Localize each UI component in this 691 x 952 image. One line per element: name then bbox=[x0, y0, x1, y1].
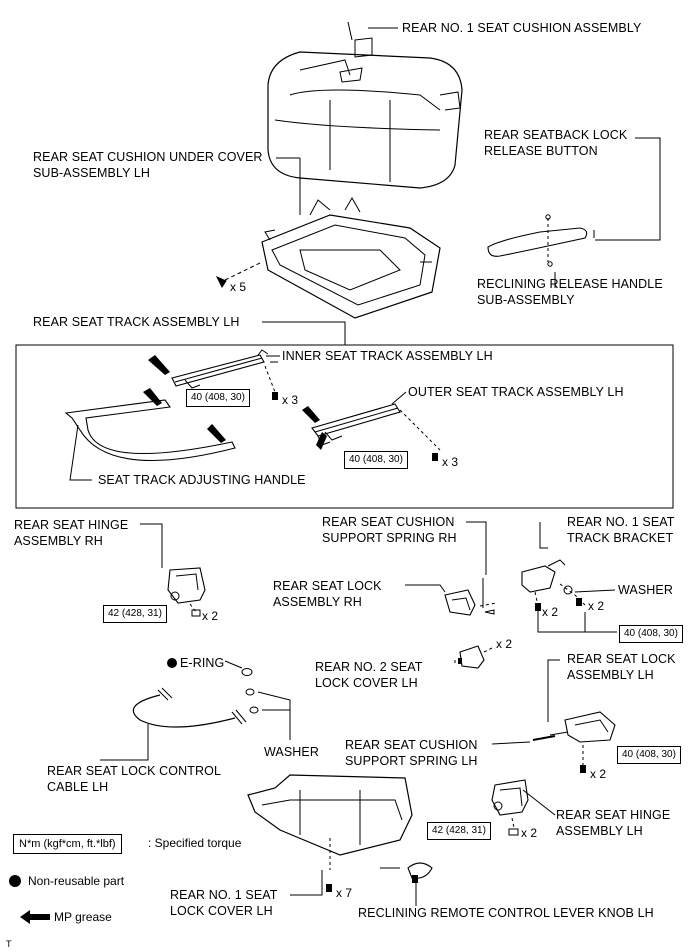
label-adjusting-handle: SEAT TRACK ADJUSTING HANDLE bbox=[98, 473, 306, 487]
label-hinge-lh-2: ASSEMBLY LH bbox=[556, 824, 643, 838]
torque-bracket: 40 (408, 30) bbox=[619, 625, 683, 643]
label-e-ring: E-RING bbox=[180, 656, 225, 670]
bolts bbox=[272, 392, 586, 892]
label-cushion-assembly: REAR NO. 1 SEAT CUSHION ASSEMBLY bbox=[402, 21, 642, 35]
washer-drawing bbox=[245, 688, 255, 696]
qty-lock-cover-1-screws: x 7 bbox=[336, 886, 353, 900]
label-washer-1: WASHER bbox=[618, 583, 674, 597]
label-hinge-rh-2: ASSEMBLY RH bbox=[14, 534, 103, 548]
cable-drawing bbox=[100, 687, 247, 761]
label-under-cover-1: REAR SEAT CUSHION UNDER COVER bbox=[33, 150, 263, 164]
e-ring-drawing bbox=[224, 660, 253, 676]
track-assembly-box bbox=[15, 344, 674, 509]
non-reusable-mark bbox=[167, 658, 177, 668]
torque-inner-track: 40 (408, 30) bbox=[186, 389, 250, 407]
nut-icon-2 bbox=[508, 828, 519, 836]
outer-seat-track-drawing bbox=[311, 403, 441, 451]
label-reclining-handle-2: SUB-ASSEMBLY bbox=[477, 293, 575, 307]
legend-non-reusable: Non-reusable part bbox=[28, 874, 125, 888]
torque-hinge-lh: 42 (428, 31) bbox=[427, 822, 491, 840]
washer-drawing-2 bbox=[249, 706, 259, 714]
inner-seat-track-drawing bbox=[171, 349, 278, 393]
qty-inner-bolts: x 3 bbox=[282, 393, 299, 407]
label-under-cover-2: SUB-ASSEMBLY LH bbox=[33, 166, 151, 180]
qty-hinge-rh-nuts: x 2 bbox=[202, 609, 219, 623]
label-spring-lh-1: REAR SEAT CUSHION bbox=[345, 738, 478, 752]
label-spring-lh-2: SUPPORT SPRING LH bbox=[345, 754, 478, 768]
non-reusable-legend-mark bbox=[9, 875, 21, 887]
torque-hinge-rh: 42 (428, 31) bbox=[103, 605, 167, 623]
legend-torque-text: : Specified torque bbox=[148, 836, 242, 850]
label-track-assembly: REAR SEAT TRACK ASSEMBLY LH bbox=[33, 315, 240, 329]
seat-lock-rh-drawing bbox=[405, 584, 497, 616]
label-lock-cover-2-1: REAR NO. 2 SEAT bbox=[315, 660, 423, 674]
seat-track-adjusting-handle-drawing bbox=[64, 399, 236, 481]
lock-cover-2-drawing bbox=[454, 645, 493, 669]
qty-hinge-lh-nuts: x 2 bbox=[521, 826, 538, 840]
label-cable-1: REAR SEAT LOCK CONTROL bbox=[47, 764, 221, 778]
label-outer-track: OUTER SEAT TRACK ASSEMBLY LH bbox=[408, 385, 624, 399]
label-knob: RECLINING REMOTE CONTROL LEVER KNOB LH bbox=[358, 906, 654, 920]
torque-outer-track: 40 (408, 30) bbox=[344, 451, 408, 469]
label-cable-2: CABLE LH bbox=[47, 780, 109, 794]
nut-icon bbox=[191, 609, 201, 617]
seat-lock-lh-drawing bbox=[547, 659, 616, 765]
label-lock-cover-2-2: LOCK COVER LH bbox=[315, 676, 418, 690]
grease-arrows bbox=[20, 355, 327, 924]
label-reclining-handle-1: RECLINING RELEASE HANDLE bbox=[477, 277, 663, 291]
legend-grease: MP grease bbox=[54, 910, 112, 924]
label-inner-track: INNER SEAT TRACK ASSEMBLY LH bbox=[282, 349, 493, 363]
seat-cushion-drawing bbox=[267, 21, 463, 189]
reclining-handle-drawing bbox=[487, 214, 595, 267]
label-track-bracket-2: TRACK BRACKET bbox=[567, 531, 674, 545]
label-spring-rh-1: REAR SEAT CUSHION bbox=[322, 515, 455, 529]
screw-icon bbox=[215, 275, 227, 288]
label-lock-lh-2: ASSEMBLY LH bbox=[567, 668, 654, 682]
qty-lock-cover-2: x 2 bbox=[496, 637, 513, 651]
label-lock-cover-1-1: REAR NO. 1 SEAT bbox=[170, 888, 278, 902]
track-bracket-drawing bbox=[521, 522, 617, 633]
label-lock-rh-1: REAR SEAT LOCK bbox=[273, 579, 382, 593]
qty-bracket-bolts: x 2 bbox=[542, 605, 559, 619]
label-hinge-rh-1: REAR SEAT HINGE bbox=[14, 518, 129, 532]
torque-lock-lh: 40 (408, 30) bbox=[617, 746, 681, 764]
qty-cover-screws: x 5 bbox=[230, 280, 247, 294]
legend-torque-box: N*m (kgf*cm, ft.*lbf) bbox=[13, 834, 122, 854]
under-cover-drawing bbox=[224, 158, 441, 319]
label-lock-rh-2: ASSEMBLY RH bbox=[273, 595, 362, 609]
knob-drawing bbox=[380, 862, 433, 906]
label-hinge-lh-1: REAR SEAT HINGE bbox=[556, 808, 671, 822]
label-track-bracket-1: REAR NO. 1 SEAT bbox=[567, 515, 675, 529]
lock-cover-1-drawing bbox=[247, 774, 413, 896]
footer-mark: T bbox=[6, 939, 12, 949]
label-washer-2: WASHER bbox=[264, 745, 320, 759]
label-seatback-lock-2: RELEASE BUTTON bbox=[484, 144, 598, 158]
hinge-lh-drawing bbox=[491, 779, 556, 829]
qty-outer-bolts: x 3 bbox=[442, 455, 459, 469]
label-spring-rh-2: SUPPORT SPRING RH bbox=[322, 531, 457, 545]
label-lock-cover-1-2: LOCK COVER LH bbox=[170, 904, 273, 918]
hinge-rh-drawing bbox=[140, 523, 206, 613]
qty-lock-lh-bolts: x 2 bbox=[590, 767, 607, 781]
qty-washer: x 2 bbox=[588, 599, 605, 613]
label-lock-lh-1: REAR SEAT LOCK bbox=[567, 652, 676, 666]
label-seatback-lock-1: REAR SEATBACK LOCK bbox=[484, 128, 628, 142]
